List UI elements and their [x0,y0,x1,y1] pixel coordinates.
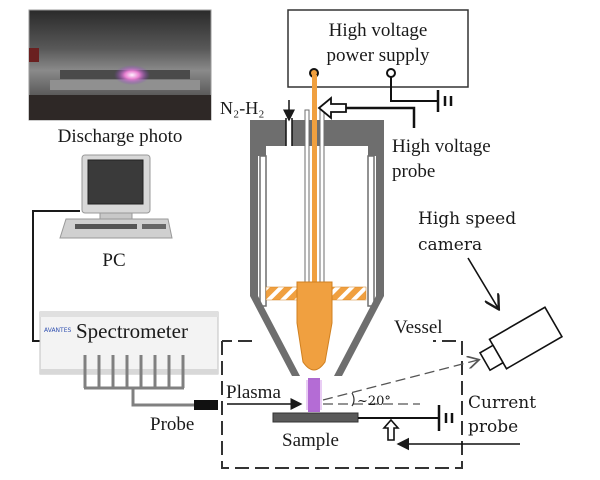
ground-terminal [386,68,396,78]
power-supply-label-1: High voltage [329,20,428,41]
spectrometer-label: Spectrometer [76,319,188,343]
plasma-label: Plasma [226,382,281,403]
pc-icon [59,154,173,239]
hv-probe [317,96,416,128]
sample-ground-symbol-icon [437,405,454,431]
discharge-housing [250,109,384,376]
pc-label: PC [102,250,125,271]
current-probe-arrow-icon [382,418,400,441]
discharge-photo [28,9,212,121]
sample-label: Sample [282,430,339,451]
power-supply-label-2: power supply [327,45,430,66]
fiber-bundle [83,355,195,407]
plasma-jet [306,378,322,412]
camera-view-line [322,360,478,401]
optical-probe [194,400,218,410]
vessel-label: Vessel [394,317,443,338]
electrode [265,75,367,371]
hv-probe-label-1: High voltage [392,136,491,157]
vessel-outline [221,340,463,469]
discharge-photo-label: Discharge photo [58,126,183,147]
camera-label-2: camera [418,235,482,255]
high-speed-camera-icon [478,306,564,372]
probe-label: Probe [150,414,194,435]
current-probe-label-2: probe [468,417,518,437]
camera-pointer-arrow [467,257,498,308]
ground-symbol-icon [436,90,453,112]
camera-label-1: High speed [418,209,516,229]
gas-inlet [285,118,293,146]
spectrometer-device: AVANTES [39,311,219,375]
angle-arc [351,392,355,407]
angle-label: ~20° [357,394,391,409]
current-probe-label-1: Current [468,393,536,413]
sample-plate [272,412,359,423]
spectrometer-brand: AVANTES [44,327,71,334]
hv-probe-label-2: probe [392,161,435,182]
gas-label: N₂-H₂ [220,98,265,118]
ground-wire-supply [390,77,437,102]
